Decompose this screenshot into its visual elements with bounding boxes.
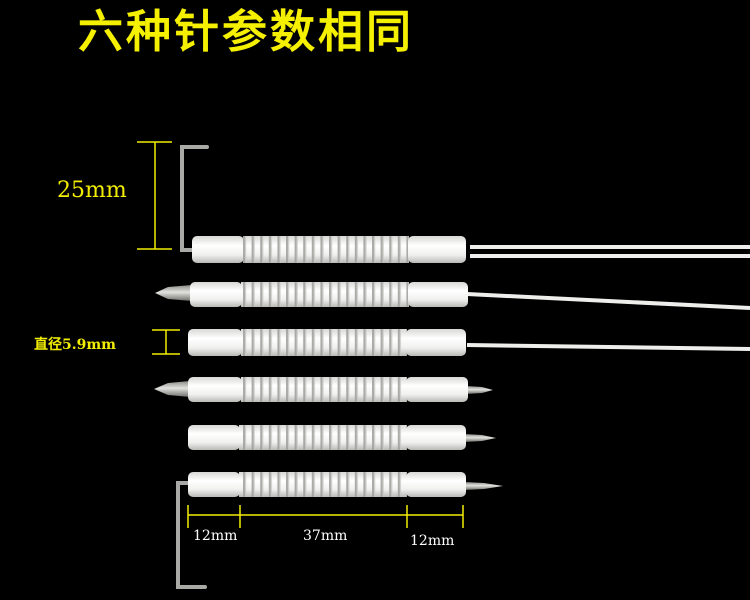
page-title: 六种针参数相同: [78, 5, 415, 58]
middle-length-label: 37mm: [303, 528, 347, 544]
electrode-2: [155, 282, 750, 310]
height-dimension: 25mm: [57, 141, 172, 250]
left-length-label: 12mm: [193, 528, 237, 544]
diameter-label: 直径5.9mm: [34, 336, 116, 353]
electrode-1: [180, 145, 750, 263]
electrode-3: [188, 329, 750, 356]
length-dimension: 12mm 37mm 12mm: [187, 505, 464, 549]
electrode-4: [154, 377, 493, 402]
electrode-5: [188, 425, 496, 450]
height-label: 25mm: [57, 178, 127, 203]
right-length-label: 12mm: [410, 533, 454, 549]
diameter-dimension: 直径5.9mm: [34, 329, 180, 355]
electrode-6: [176, 472, 503, 589]
